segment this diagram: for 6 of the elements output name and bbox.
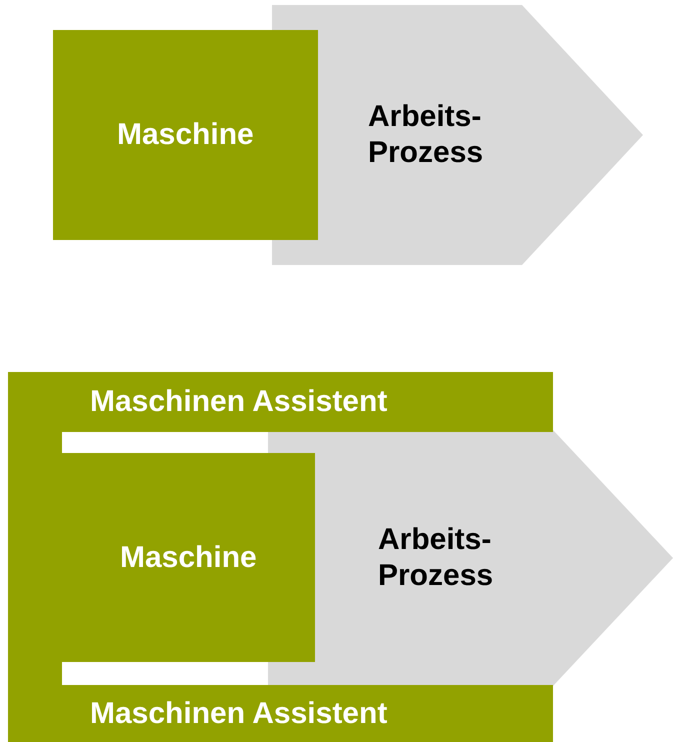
- frame-label: Maschinen Assistent: [90, 696, 388, 732]
- box-label: Maschine: [117, 117, 254, 153]
- process-label: Arbeits- Prozess: [378, 522, 494, 594]
- process-label: Arbeits- Prozess: [368, 99, 484, 171]
- frame-label: Maschinen Assistent: [90, 384, 388, 420]
- box-label: Maschine: [120, 540, 257, 576]
